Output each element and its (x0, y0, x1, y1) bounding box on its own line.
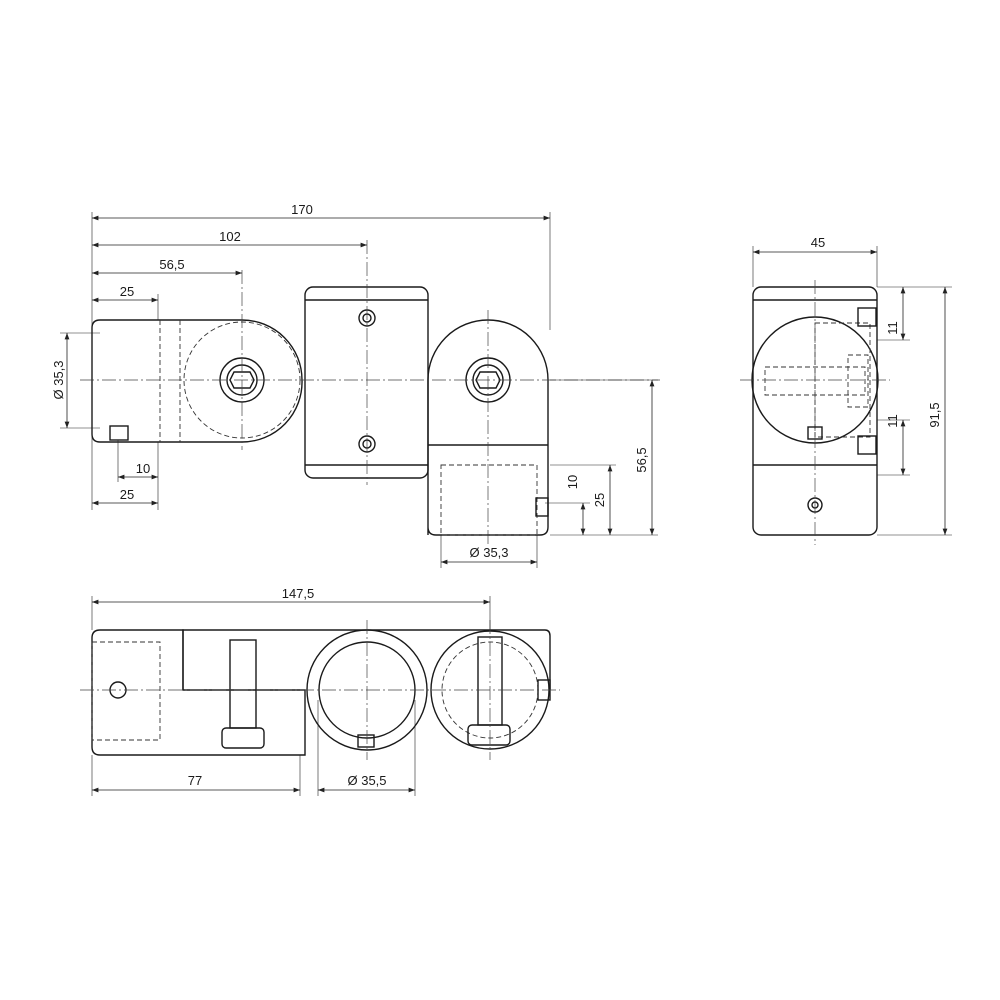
dim-dia-35-5: Ø 35,5 (347, 773, 386, 788)
dim-170: 170 (291, 202, 313, 217)
dim-10-right: 10 (565, 475, 580, 489)
top-dimensions: 147,5 77 Ø 35,5 (91, 586, 491, 796)
dim-25-top: 25 (120, 284, 134, 299)
dim-11-upper: 11 (885, 321, 900, 335)
dim-dia-35-3-left: Ø 35,3 (51, 360, 66, 399)
side-dimensions: 45 11 11 91,5 (752, 235, 952, 536)
front-dimensions: 170 102 56,5 25 Ø 35,3 10 25 10 25 56,5 … (51, 202, 658, 568)
dim-77: 77 (188, 773, 202, 788)
dim-dia-35-3-right: Ø 35,3 (469, 545, 508, 560)
front-view (80, 240, 660, 545)
dim-10-left: 10 (136, 461, 150, 476)
center-block (304, 286, 429, 479)
dim-45: 45 (811, 235, 825, 250)
dim-56-5-right: 56,5 (634, 447, 649, 472)
dim-102: 102 (219, 229, 241, 244)
dim-25-bottom: 25 (120, 487, 134, 502)
top-view (80, 620, 560, 760)
dim-25-right: 25 (592, 493, 607, 507)
side-view (740, 280, 890, 545)
dim-147-5: 147,5 (282, 586, 315, 601)
dim-91-5: 91,5 (927, 402, 942, 427)
dim-56-5: 56,5 (159, 257, 184, 272)
dim-11-lower: 11 (885, 414, 900, 428)
